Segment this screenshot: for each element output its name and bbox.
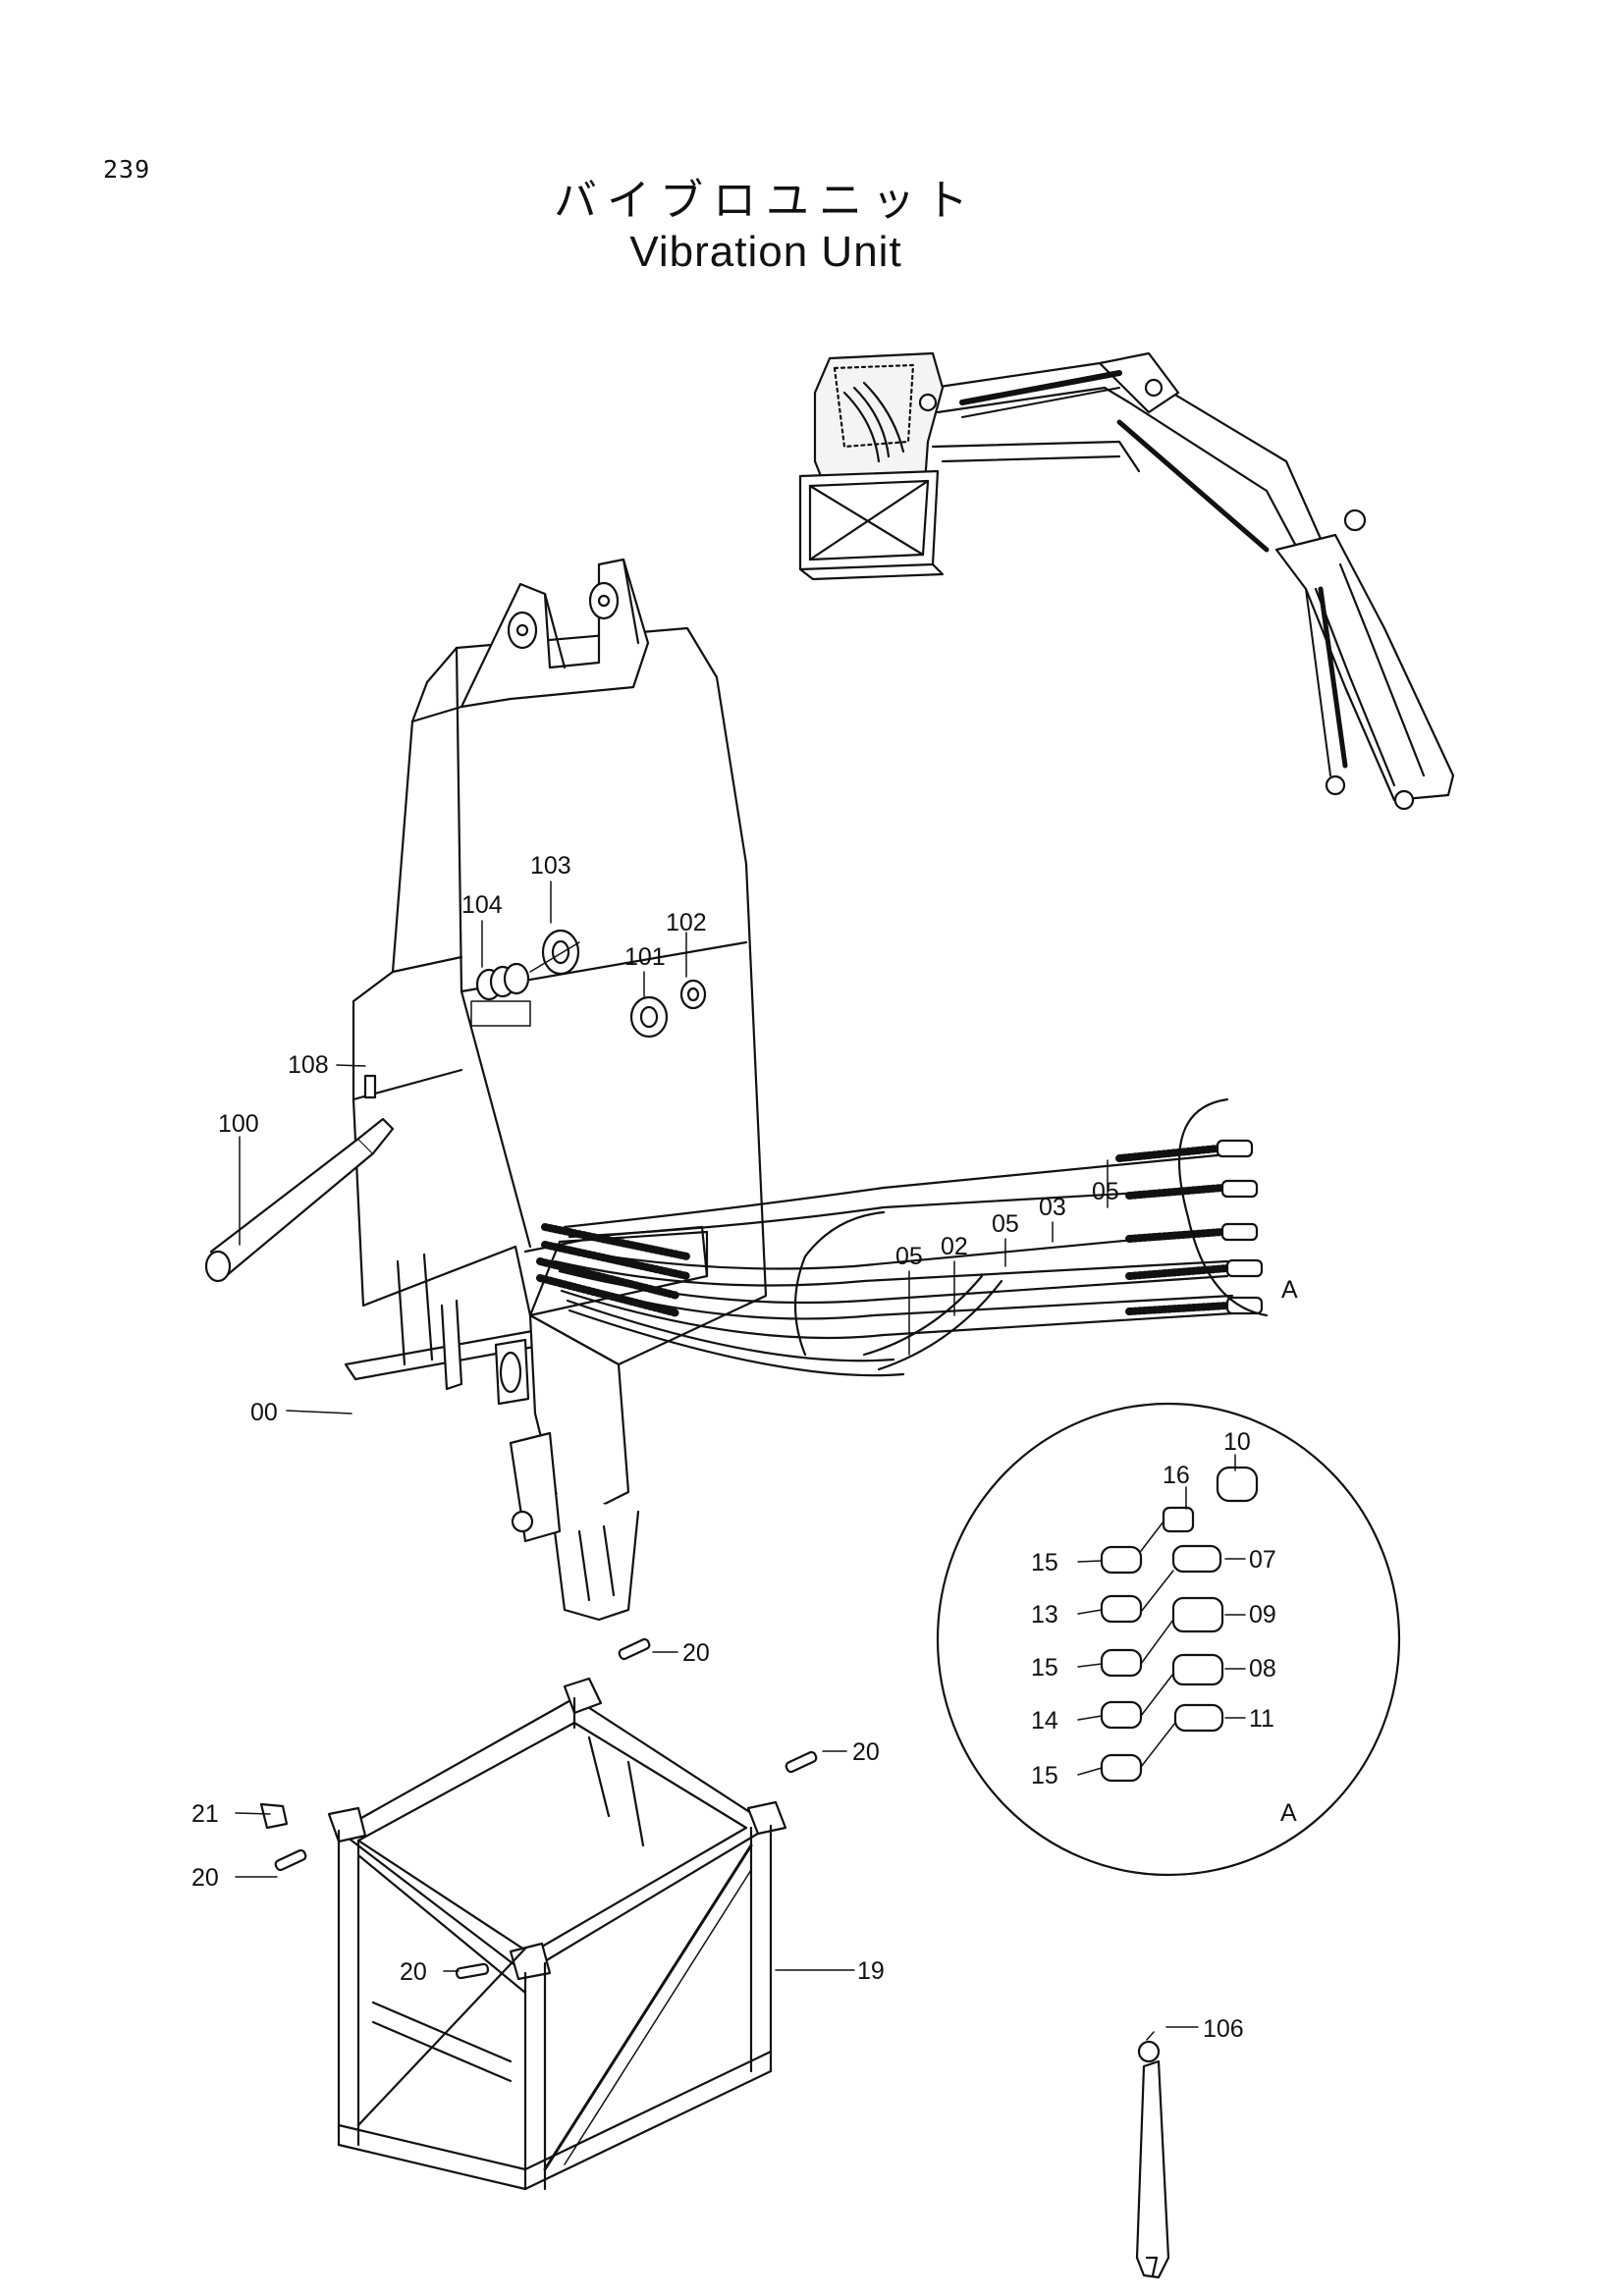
callout-a-lower: A bbox=[1280, 1799, 1297, 1827]
callout-20d: 20 bbox=[400, 1958, 427, 1986]
callout-100: 100 bbox=[218, 1110, 259, 1138]
callout-03: 03 bbox=[1039, 1194, 1066, 1221]
detail-view-a bbox=[936, 1402, 1401, 1877]
callout-14: 14 bbox=[1031, 1707, 1058, 1735]
pin-assembly bbox=[204, 1074, 395, 1283]
hydraulic-hoses bbox=[536, 1097, 1269, 1377]
callout-20c: 20 bbox=[191, 1864, 219, 1892]
page-number: 239 bbox=[103, 155, 151, 184]
callout-05c: 05 bbox=[1092, 1178, 1119, 1205]
callout-104: 104 bbox=[461, 891, 503, 919]
title-japanese: バイブロユニット bbox=[554, 176, 978, 226]
callout-16: 16 bbox=[1163, 1462, 1190, 1489]
callout-15a: 15 bbox=[1031, 1549, 1058, 1576]
callout-07: 07 bbox=[1249, 1546, 1276, 1574]
callout-02: 02 bbox=[941, 1233, 968, 1260]
callout-11: 11 bbox=[1249, 1705, 1274, 1733]
callout-20b: 20 bbox=[852, 1738, 880, 1766]
callout-05a: 05 bbox=[895, 1243, 923, 1270]
callout-101: 101 bbox=[624, 943, 666, 971]
callout-103: 103 bbox=[530, 852, 571, 880]
washer-parts bbox=[470, 929, 707, 1039]
callout-20a: 20 bbox=[682, 1639, 710, 1667]
cage-frame bbox=[259, 1637, 818, 2191]
leader-lines bbox=[235, 881, 1246, 2028]
fittings-right-column bbox=[1162, 1466, 1259, 1733]
machine-illustration bbox=[798, 351, 1455, 811]
callout-106: 106 bbox=[1203, 2015, 1244, 2043]
callout-a-upper: A bbox=[1281, 1276, 1298, 1304]
vibration-unit-body bbox=[344, 558, 768, 1622]
title-english: Vibration Unit bbox=[629, 228, 902, 276]
part-callouts: 104 103 102 101 108 100 00 05 02 05 03 0… bbox=[191, 852, 1298, 2043]
callout-15c: 15 bbox=[1031, 1762, 1058, 1789]
callout-09: 09 bbox=[1249, 1601, 1276, 1629]
callout-13: 13 bbox=[1031, 1601, 1058, 1629]
callout-108: 108 bbox=[288, 1051, 329, 1079]
wrench-tool bbox=[1135, 2031, 1170, 2279]
callout-08: 08 bbox=[1249, 1655, 1276, 1682]
callout-05b: 05 bbox=[992, 1210, 1019, 1238]
callout-15b: 15 bbox=[1031, 1654, 1058, 1682]
callout-10: 10 bbox=[1223, 1428, 1251, 1456]
callout-102: 102 bbox=[666, 909, 707, 936]
callout-21: 21 bbox=[191, 1800, 219, 1828]
callout-19: 19 bbox=[857, 1957, 885, 1985]
callout-00: 00 bbox=[250, 1399, 278, 1426]
fittings-left-column bbox=[1100, 1545, 1143, 1783]
